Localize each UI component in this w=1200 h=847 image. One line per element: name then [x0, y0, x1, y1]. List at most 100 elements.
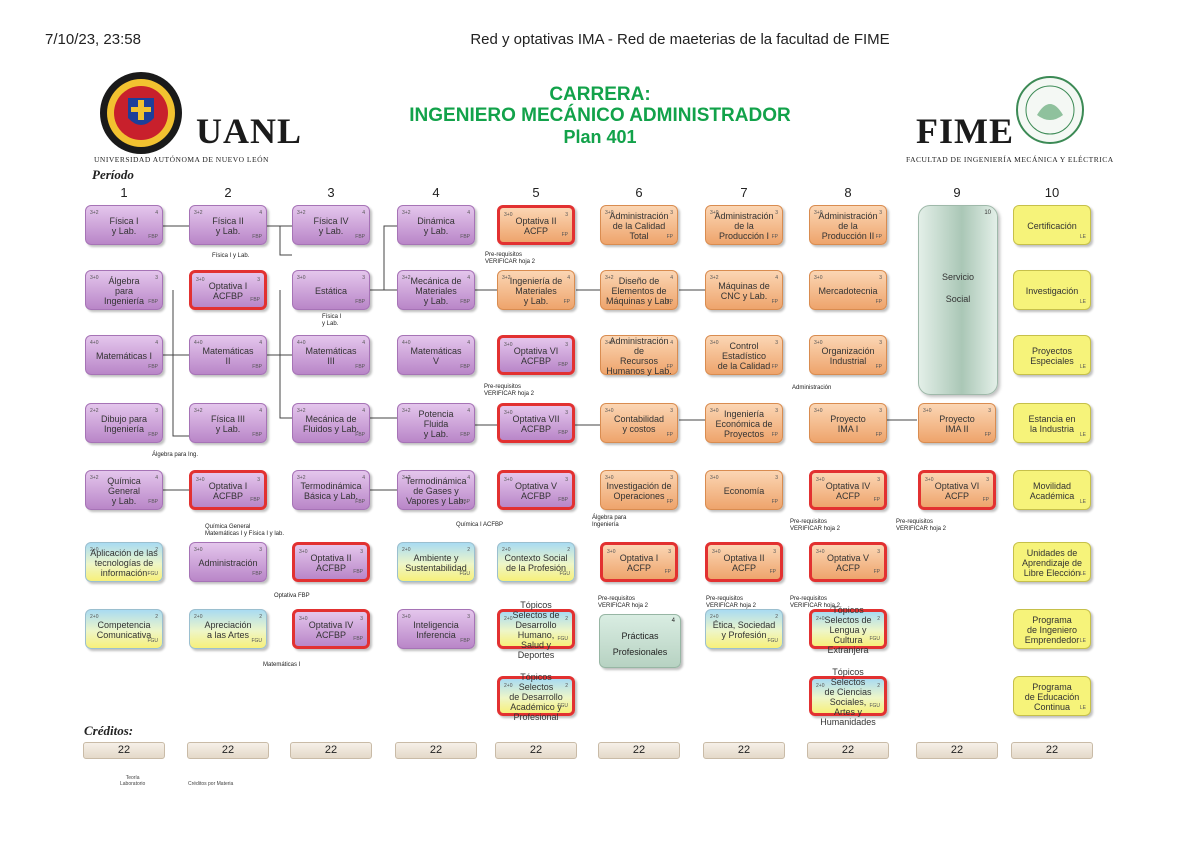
period-number-4: 4 [432, 185, 440, 200]
subject-cred: 3 [775, 408, 778, 414]
subject-area: FGU [147, 571, 158, 577]
subject-cred: 3 [259, 547, 262, 553]
subject-name: Mecánica de Fluidos y Lab. [302, 414, 360, 434]
subject-area: FP [563, 299, 570, 305]
subject-name: Física II y Lab. [212, 216, 244, 236]
subject-area: FP [875, 234, 882, 240]
subject-cred: 4 [467, 475, 470, 481]
subject-code: 3+0 [504, 477, 513, 483]
subject-name: Tópicos Selectos de Desarrollo Humano, S… [512, 600, 560, 660]
subject-area: FBP [148, 432, 158, 438]
subject-cred: 4 [155, 475, 158, 481]
subject-name: Administración de Recursos Humanos y Lab… [606, 336, 672, 376]
subject-name: Economía [723, 486, 765, 496]
period-credits-2: 22 [187, 742, 269, 759]
subject-code: 3+2 [194, 408, 203, 414]
print-title: Red y optativas IMA - Red de maeterias d… [470, 31, 890, 48]
subject-code: 3+0 [710, 210, 719, 216]
subject-area: LE [1079, 432, 1086, 438]
subject-area: LE [1079, 364, 1086, 370]
subject-cred: 3 [670, 210, 673, 216]
subject-cred: 4 [155, 340, 158, 346]
fime-seal-logo [1015, 75, 1085, 145]
subject-cred: 3 [670, 475, 673, 481]
subject-cred: 4 [362, 340, 365, 346]
subject-code: 4+0 [90, 340, 99, 346]
subject-code: 3+2 [297, 475, 306, 481]
prerequisite-note: Física I y Lab. [212, 253, 250, 259]
prerequisite-note: Matemáticas I [263, 662, 301, 668]
subject-area: LE [1079, 234, 1086, 240]
subject-name: Control Estadístico de la Calidad [717, 341, 771, 371]
subject-name: Aplicación de las tecnologías de informa… [90, 548, 158, 578]
subject-cred: 3 [879, 408, 882, 414]
subject-name: Optativa IV ACFP [825, 481, 871, 501]
subject-area: FP [771, 299, 778, 305]
subject-cred: 4 [362, 210, 365, 216]
subject-area: FGU [557, 703, 568, 709]
subject-area: FBP [355, 432, 365, 438]
subject-name: Optativa I ACFBP [208, 281, 248, 301]
subject-code: 3+0 [814, 275, 823, 281]
subject-name: Optativa V ACFP [826, 553, 870, 573]
subject-area: FBP [460, 499, 470, 505]
subject-code: 3+2 [710, 275, 719, 281]
subject-code: 2+0 [194, 614, 203, 620]
subject-name: Administración de la Producción II [818, 211, 878, 241]
subject-area: FBP [558, 362, 568, 368]
subject-cred: 4 [467, 210, 470, 216]
subject-code: 4+0 [402, 340, 411, 346]
subject-cred: 3 [775, 210, 778, 216]
period-number-3: 3 [327, 185, 335, 200]
service-line2: Social [945, 294, 971, 304]
subject-area: FGU [147, 638, 158, 644]
period-label: Período [92, 167, 134, 182]
subject-code: 2+0 [504, 616, 513, 622]
period-number-2: 2 [224, 185, 232, 200]
subject-name: Dinámica y Lab. [417, 216, 455, 236]
period-credits-10: 22 [1011, 742, 1093, 759]
subject-name: Dibujo para Ingeniería [100, 414, 148, 434]
subject-code: 3+2 [90, 475, 99, 481]
subject-cred: 4 [467, 340, 470, 346]
subject-name: Química General y Lab. [107, 476, 141, 506]
subject-area: FBP [355, 299, 365, 305]
subject-card-c6-2: Diseño de Elementos de Máquinas y Lab.3+… [600, 270, 678, 310]
subject-card-c1-6: Aplicación de las tecnologías de informa… [85, 542, 163, 582]
subject-cred: 3 [877, 549, 880, 555]
subject-area: FBP [460, 432, 470, 438]
subject-code: 3+2 [502, 275, 511, 281]
subject-area: FGU [869, 636, 880, 642]
subject-name: Proyecto IMA II [939, 414, 975, 434]
subject-area: LE [1079, 638, 1086, 644]
subject-name: Ambiente y Sustentabilidad [405, 553, 467, 573]
subject-name: Estancia en la Industria [1028, 414, 1076, 434]
subject-cred: 2 [155, 547, 158, 553]
subject-card-c6-3: Administración de Recursos Humanos y Lab… [600, 335, 678, 376]
subject-card-c5-7: Tópicos Selectos de Desarrollo Humano, S… [497, 600, 575, 660]
subject-code: 3+2 [194, 210, 203, 216]
period-number-5: 5 [532, 185, 540, 200]
subject-name: Investigación de Operaciones [606, 481, 672, 501]
subject-area: FBP [252, 234, 262, 240]
subject-code: 3+2 [90, 210, 99, 216]
subject-cred: 4 [259, 340, 262, 346]
period-number-6: 6 [635, 185, 643, 200]
